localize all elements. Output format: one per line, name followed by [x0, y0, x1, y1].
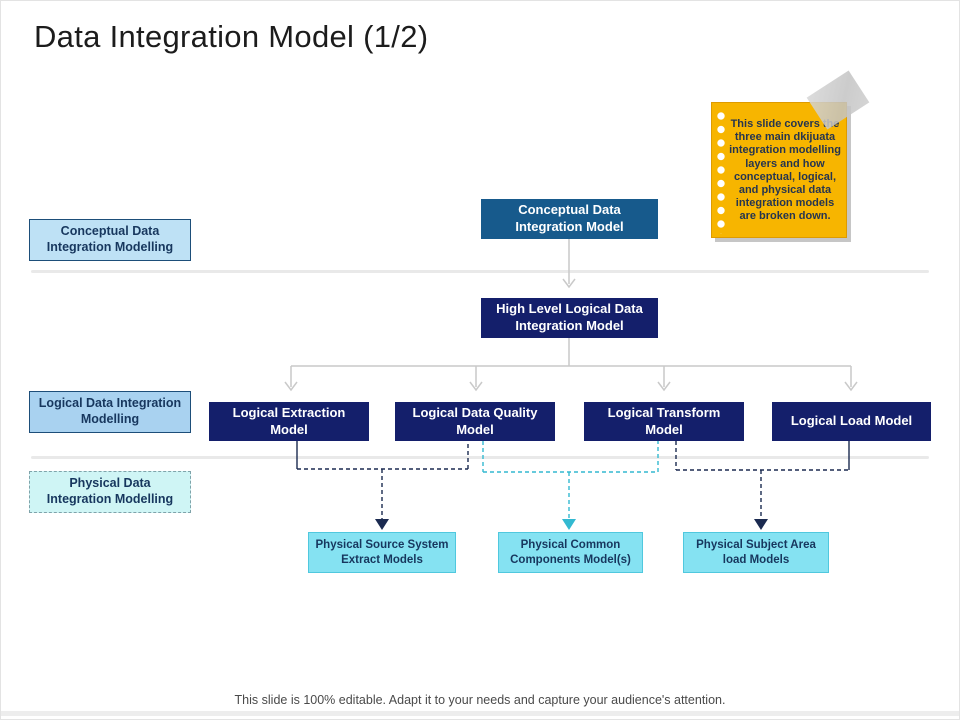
logical-data-quality-model-box: Logical Data Quality Model — [395, 402, 555, 441]
stage-label-logical: Logical Data Integration Modelling — [29, 391, 191, 433]
box-label: Conceptual Data Integration Model — [515, 202, 624, 234]
section-divider-top — [31, 270, 929, 273]
stage-label-conceptual: Conceptual Data Integration Modelling — [29, 219, 191, 261]
sticky-note: This slide covers the three main dkijuat… — [711, 102, 847, 238]
stage-label-text: Physical Data Integration Modelling — [46, 476, 174, 506]
box-label: High Level Logical Data Integration Mode… — [496, 301, 643, 333]
high-level-model-box: High Level Logical Data Integration Mode… — [481, 298, 658, 338]
box-label: Logical Data Quality Model — [412, 404, 538, 437]
navy-dashed-connector-left — [296, 441, 469, 530]
logical-extraction-model-box: Logical Extraction Model — [209, 402, 369, 441]
section-divider-bottom — [31, 456, 929, 459]
box-label: Physical Common Components Model(s) — [510, 538, 631, 566]
box-label: Logical Load Model — [790, 413, 913, 429]
conceptual-model-box: Conceptual Data Integration Model — [481, 199, 658, 239]
physical-common-components-box: Physical Common Components Model(s) — [498, 532, 643, 573]
box-label: Physical Subject Area load Models — [696, 538, 816, 566]
box-label: Logical Transform Model — [607, 404, 721, 437]
sticky-note-holes — [715, 110, 728, 234]
logical-transform-model-box: Logical Transform Model — [584, 402, 744, 441]
teal-dashed-connector-center — [482, 441, 659, 530]
navy-dashed-connector-right — [675, 441, 850, 530]
stage-label-physical: Physical Data Integration Modelling — [29, 471, 191, 513]
physical-source-system-box: Physical Source System Extract Models — [308, 532, 456, 573]
stage-label-text: Conceptual Data Integration Modelling — [46, 224, 174, 254]
stage-label-text: Logical Data Integration Modelling — [38, 396, 182, 426]
physical-subject-area-box: Physical Subject Area load Models — [683, 532, 829, 573]
box-label: Logical Extraction Model — [232, 404, 346, 437]
sticky-note-text: This slide covers the three main dkijuat… — [729, 118, 841, 223]
box-label: Physical Source System Extract Models — [315, 538, 449, 566]
footer-note: This slide is 100% editable. Adapt it to… — [234, 693, 726, 707]
logical-load-model-box: Logical Load Model — [772, 402, 931, 441]
bottom-edge-strip — [1, 711, 959, 716]
page-title: Data Integration Model (1/2) — [34, 19, 429, 54]
